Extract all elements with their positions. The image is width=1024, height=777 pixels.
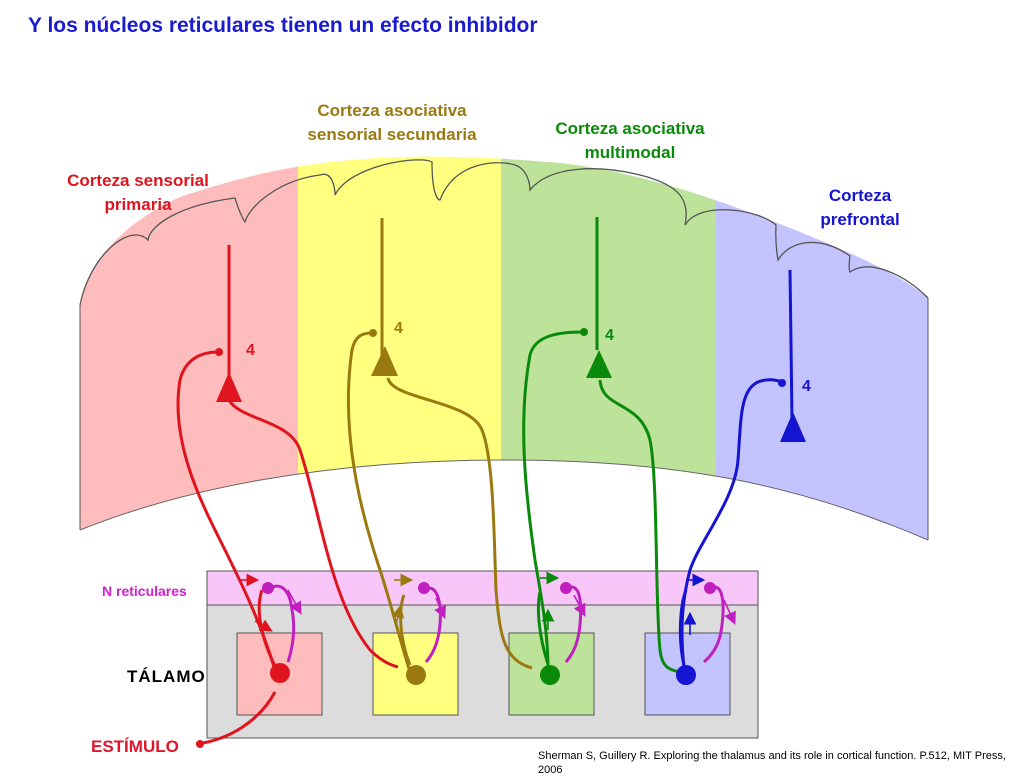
region-label-prefrontal-line1: Corteza: [828, 186, 892, 205]
pathway-multimodal: [522, 217, 681, 674]
region-label-primary-line1: Corteza sensorial: [67, 171, 209, 190]
region-label-multimodal-line2: multimodal: [584, 143, 676, 162]
arrow-ol-2: [391, 604, 405, 626]
reticular-neuron-3: [560, 582, 572, 594]
reticular-band: [206, 570, 759, 606]
stimulus-label: ESTÍMULO: [91, 737, 179, 756]
citation: Sherman S, Guillery R. Exploring the tha…: [538, 750, 1006, 776]
thalamic-relay-neuron-4: [676, 665, 696, 685]
layer-label-prefrontal: 4: [802, 378, 811, 395]
region-label-secondary-line1: Corteza asociativa: [317, 101, 467, 120]
cortex-terminal-4: [778, 379, 786, 387]
thalamic-relay-neuron-2: [406, 665, 426, 685]
layer-label-primary: 4: [246, 342, 255, 359]
region-label-multimodal-line1: Corteza asociativa: [555, 119, 705, 138]
pyramidal-neuron-prefrontal: [780, 412, 806, 442]
arrow-mag-1: [287, 589, 302, 615]
cortex-region-secondary: [298, 156, 501, 540]
cortex-terminal-2: [369, 329, 377, 337]
arrow-mag-2: [434, 597, 446, 619]
reticular-neuron-2: [418, 582, 430, 594]
region-label-primary-line2: primaria: [104, 195, 172, 214]
cortex-outline: [79, 159, 929, 306]
pyramidal-neuron-primary: [216, 372, 242, 402]
pathway-prefrontal: [678, 269, 794, 669]
region-label-secondary: Corteza asociativa sensorial secundaria: [282, 99, 502, 147]
cortex-terminal-1: [215, 348, 223, 356]
region-label-primary: Corteza sensorial primaria: [48, 169, 228, 217]
thalamus-label: TÁLAMO: [127, 667, 206, 686]
pathway-primary: [176, 245, 399, 746]
stimulus-terminal: [196, 740, 204, 748]
arrow-mag-3: [573, 594, 586, 617]
layer-label-multimodal: 4: [605, 327, 614, 344]
arrow-red-2: [254, 619, 273, 632]
layer-label-secondary: 4: [394, 320, 403, 337]
page-title: Y los núcleos reticulares tienen un efec…: [28, 14, 538, 37]
pyramidal-neuron-multimodal: [586, 350, 612, 378]
region-label-prefrontal: Corteza prefrontal: [790, 184, 930, 232]
region-label-secondary-line2: sensorial secundaria: [307, 125, 477, 144]
cortex-terminal-3: [580, 328, 588, 336]
reticular-label: N reticulares: [102, 583, 187, 599]
reticular-loop-2: [423, 586, 442, 663]
region-label-prefrontal-line2: prefrontal: [820, 210, 900, 229]
arrow-mag-4: [723, 599, 736, 625]
cortex-bottom-edge: [79, 459, 929, 541]
region-label-multimodal: Corteza asociativa multimodal: [520, 117, 740, 165]
reticular-loop-3: [564, 585, 583, 663]
reticular-neuron-1: [262, 582, 274, 594]
pyramidal-neuron-secondary: [371, 346, 398, 376]
reticular-loop-4: [703, 585, 725, 664]
thalamic-relay-neuron-1: [270, 663, 290, 683]
thalamic-relay-neuron-3: [540, 665, 560, 685]
reticular-neuron-4: [704, 582, 716, 594]
